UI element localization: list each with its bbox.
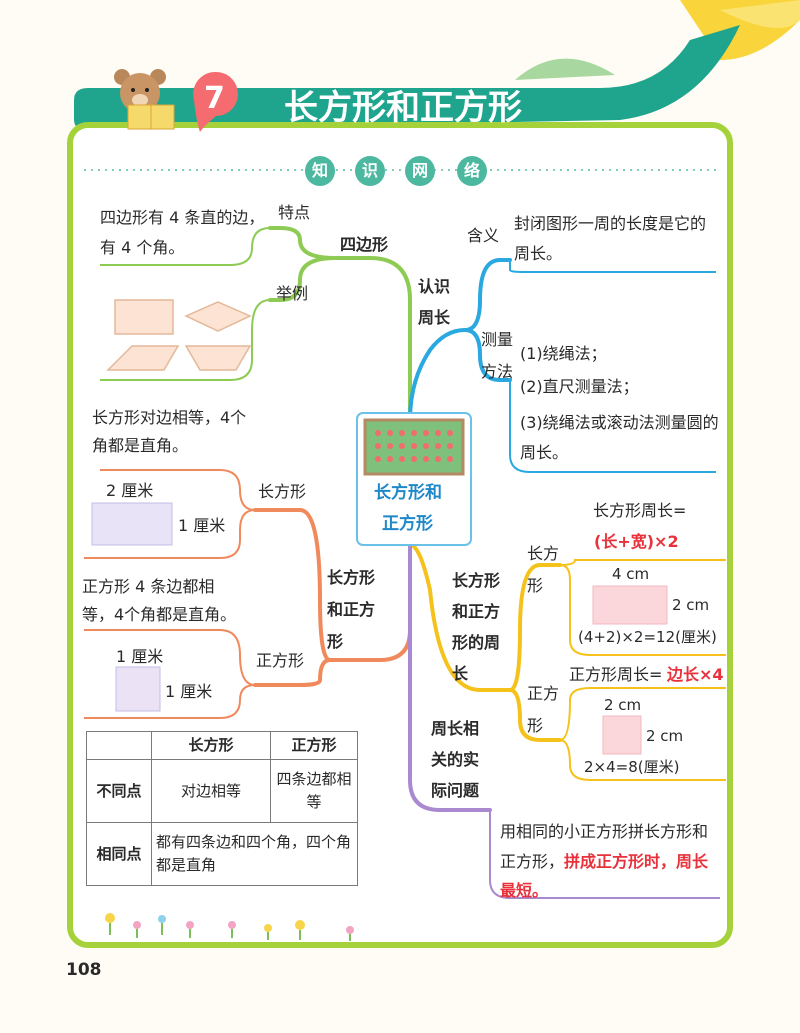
practical-title-3: 际问题 [431, 781, 480, 800]
rect-square-title-3: 形 [327, 632, 344, 651]
calc-rect-label-2: 形 [527, 576, 544, 595]
calc-rect-width: 4 cm [612, 565, 650, 583]
square-label: 正方形 [256, 651, 305, 670]
measure-label-2: 方法 [481, 362, 514, 381]
table-cell: 都有四条边和四个角，四个角都是直角 [151, 822, 358, 887]
perimeter-calc-title-2: 和正方 [452, 602, 501, 621]
table-header-row: 长方形 正方形 [86, 730, 358, 761]
calc-square-width: 2 cm [604, 696, 642, 714]
table-header-cell: 正方形 [270, 730, 358, 761]
feature-text: 四边形有 4 条直的边，有 4 个角。 [100, 208, 265, 257]
practical-text-plain: 用相同的小正方形拼长方形和正方形， [500, 822, 709, 871]
flower-grid-icon [375, 430, 453, 462]
calc-square-label-1: 正方 [527, 684, 560, 703]
feature-label: 特点 [278, 203, 311, 222]
perimeter-calc-title-4: 长 [452, 664, 469, 683]
table-row-label: 相同点 [86, 822, 152, 887]
badge-circle [305, 156, 335, 186]
rect-label: 长方形 [258, 482, 307, 501]
rect-formula-prefix: 长方形周长= [593, 501, 687, 520]
table-row-label: 不同点 [86, 759, 152, 824]
measure-label-1: 测量 [481, 330, 514, 349]
calc-rect-label-1: 长方 [527, 544, 560, 563]
hill-decoration [515, 58, 615, 80]
chapter-title: 长方形和正方形 [284, 88, 522, 128]
branch-perimeter-intro [408, 258, 512, 422]
square-formula-prefix: 正方形周长= [569, 665, 663, 684]
header-banner [74, 25, 740, 130]
square-formula: 边长×4 [667, 665, 724, 684]
section-badge-1: 知 [312, 161, 329, 180]
branch-practical [408, 543, 492, 812]
branch-practical-sub [489, 810, 720, 899]
chapter-number: 7 [204, 81, 225, 116]
square-description: 正方形 4 条边都相等，4个角都是直角。 [82, 577, 237, 624]
example-label: 举例 [276, 284, 309, 303]
table-header-cell [86, 730, 152, 761]
flower-decoration [105, 913, 354, 941]
rect-height: 1 厘米 [178, 516, 226, 535]
section-badge-3: 网 [412, 161, 429, 180]
comparison-table: 长方形 正方形 不同点 对边相等 四条边都相等 相同点 都有四条边和四个角，四个… [86, 730, 358, 887]
table-row: 相同点 都有四条边和四个角，四个角都是直角 [86, 822, 358, 887]
calc-square-label-2: 形 [527, 716, 544, 735]
trapezoid-example [184, 345, 252, 371]
section-badge-2: 识 [362, 161, 379, 180]
table-header-cell: 长方形 [151, 730, 271, 761]
quadrilateral-title: 四边形 [340, 235, 389, 254]
perimeter-intro-title-2: 周长 [418, 308, 451, 327]
rect-square-title-2: 和正方 [327, 600, 376, 619]
calc-square-result: 2×4=8(厘米) [584, 758, 680, 776]
method-1: (1)绕绳法； [520, 344, 607, 363]
practical-text-highlight: 拼成正方形时，周长最短。 [500, 851, 709, 901]
method-2: (2)直尺测量法； [520, 377, 639, 396]
rect-formula: (长+宽)×2 [594, 532, 679, 551]
rect-2x1-drawing [91, 502, 173, 546]
branch-quadrilateral [268, 226, 412, 422]
table-cell: 对边相等 [151, 759, 271, 824]
branch-perimeter-intro-sub [509, 260, 716, 473]
perimeter-intro-title-1: 认识 [418, 277, 451, 296]
perimeter-calc-title-3: 形的周 [452, 633, 501, 652]
rectangle-example [114, 299, 174, 335]
branch-rect-square-sub [84, 469, 256, 719]
rect-width: 2 厘米 [106, 481, 154, 500]
chapter-pin [193, 71, 238, 132]
practical-text: 用相同的小正方形拼长方形和正方形，拼成正方形时，周长最短。 [500, 817, 722, 906]
calc-rect-result: (4+2)×2=12(厘米) [578, 628, 717, 646]
center-title-line1: 长方形和 [374, 483, 442, 503]
section-badge-4: 络 [464, 161, 481, 180]
rect-description: 长方形对边相等，4个角都是直角。 [92, 408, 247, 455]
calc-rect-height: 2 cm [672, 596, 710, 614]
square-width: 1 厘米 [116, 647, 164, 666]
square-height: 1 厘米 [165, 682, 213, 701]
page-number: 108 [66, 960, 102, 980]
rect-4x2-drawing [592, 585, 668, 625]
table-row: 不同点 对边相等 四条边都相等 [86, 759, 358, 824]
calc-square-height: 2 cm [646, 727, 684, 745]
branch-perimeter-calc-sub [559, 559, 726, 781]
method-3: (3)绕绳法或滚动法测量圆的周长。 [520, 413, 719, 462]
perimeter-calc-title-1: 长方形 [452, 571, 501, 590]
square-1x1-drawing [115, 666, 161, 712]
branch-perimeter-calc [408, 543, 562, 742]
bear-mascot-icon [114, 69, 175, 130]
square-2x2-drawing [602, 715, 642, 755]
meaning-label: 含义 [467, 226, 500, 245]
table-cell: 四条边都相等 [270, 759, 358, 824]
branch-quadrilateral-sub [100, 227, 271, 381]
meaning-text: 封闭图形一周的长度是它的周长。 [514, 214, 707, 263]
center-title-line2: 正方形 [382, 514, 433, 534]
rhombus-example [184, 301, 252, 332]
practical-title-2: 关的实 [431, 750, 480, 769]
rect-square-title-1: 长方形 [327, 568, 376, 587]
parallelogram-example [106, 345, 180, 371]
practical-title-1: 周长相 [431, 719, 480, 738]
